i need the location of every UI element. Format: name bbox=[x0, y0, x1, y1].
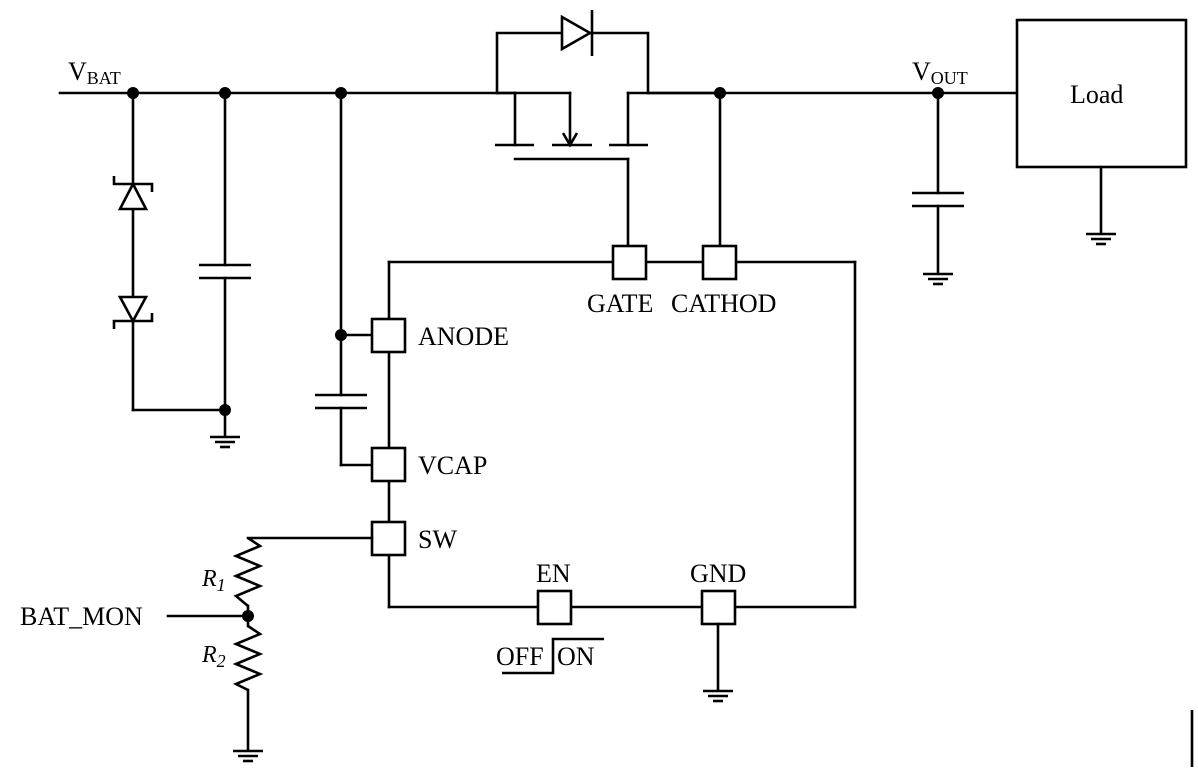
pin-gate-label: GATE bbox=[587, 289, 653, 318]
bat-mon-label: BAT_MON bbox=[20, 602, 143, 631]
ground-icon bbox=[210, 435, 240, 449]
pin-sw bbox=[370, 520, 407, 557]
resistor-r2 bbox=[232, 624, 264, 752]
step-icon bbox=[502, 637, 604, 675]
pin-gnd-label: GND bbox=[690, 559, 746, 588]
load: Load bbox=[1015, 18, 1188, 234]
ground-icon bbox=[233, 749, 263, 763]
pin-cathode-label: CATHOD bbox=[671, 289, 776, 318]
load-label: Load bbox=[1070, 80, 1123, 109]
vcap-capacitor bbox=[315, 393, 374, 467]
body-diode bbox=[495, 10, 650, 95]
pin-gnd bbox=[700, 589, 737, 626]
tvs-diode-pair bbox=[112, 91, 227, 412]
pin-en-label: EN bbox=[536, 559, 571, 588]
resistor-r1 bbox=[232, 536, 264, 607]
ground-icon bbox=[1086, 232, 1116, 246]
pmos-mosfet bbox=[495, 91, 722, 248]
pin-vcap-label: VCAP bbox=[418, 451, 487, 480]
r2-label: R2 bbox=[201, 642, 226, 671]
input-capacitor bbox=[199, 91, 251, 437]
en-off-label: OFF bbox=[496, 642, 544, 671]
zener-diode-icon bbox=[117, 295, 149, 324]
ground-icon bbox=[923, 272, 953, 286]
ground-icon bbox=[703, 689, 733, 703]
pin-vcap bbox=[370, 446, 407, 483]
vout-label: VOUT bbox=[912, 57, 968, 88]
anode-net bbox=[335, 91, 374, 397]
pin-sw-label: SW bbox=[418, 525, 457, 554]
pin-anode-label: ANODE bbox=[418, 322, 509, 351]
r1-label: R1 bbox=[201, 566, 226, 595]
zener-diode-icon bbox=[117, 181, 149, 211]
diode-icon bbox=[560, 14, 593, 52]
vbat-label: VBAT bbox=[68, 57, 121, 88]
en-on-label: ON bbox=[557, 642, 595, 671]
output-capacitor bbox=[912, 91, 964, 274]
en-state-indicator: OFF ON bbox=[496, 637, 604, 675]
pin-gate bbox=[611, 244, 648, 281]
pin-cathode bbox=[701, 244, 738, 281]
pin-en bbox=[536, 589, 573, 626]
pin-anode bbox=[370, 317, 407, 354]
